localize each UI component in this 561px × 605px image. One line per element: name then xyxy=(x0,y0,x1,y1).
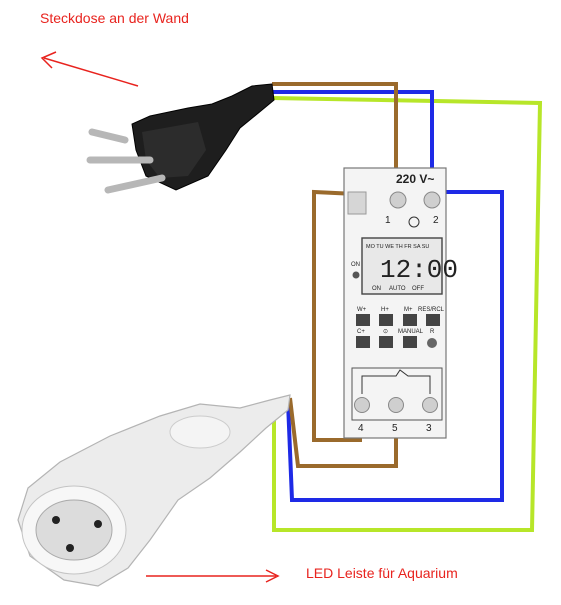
button-h-label: H+ xyxy=(381,307,389,313)
socket-icon xyxy=(17,394,291,587)
arrow-right-icon xyxy=(146,569,280,583)
button-w-label: W+ xyxy=(357,307,367,313)
button-c-label: C+ xyxy=(357,329,365,335)
button-res-label: RES/RCL xyxy=(418,307,445,313)
voltage-label: 220 V~ xyxy=(396,172,434,186)
terminal-3-label: 3 xyxy=(426,423,432,434)
power-plug-icon xyxy=(86,83,275,194)
terminal-4-label: 4 xyxy=(358,423,364,434)
terminal-5-label: 5 xyxy=(392,423,398,434)
led-strip-label: LED Leiste für Aquarium xyxy=(306,565,458,581)
neutral-wire xyxy=(272,90,504,502)
phase-wire-in xyxy=(272,82,398,196)
earth-wire xyxy=(271,96,543,532)
lcd-indicator-on: ON xyxy=(372,286,381,292)
button-m-label: M+ xyxy=(404,307,413,313)
wall-socket-label: Steckdose an der Wand xyxy=(40,10,189,26)
terminal-1-label: 1 xyxy=(385,215,391,226)
lcd-indicator-off: OFF xyxy=(412,286,424,292)
arrow-left-icon xyxy=(40,51,139,87)
button-manual-label: MANUAL xyxy=(398,329,424,335)
button-r-label: R xyxy=(430,329,435,335)
lcd-days: MO TU WE TH FR SA SU xyxy=(366,244,429,250)
terminal-2-label: 2 xyxy=(433,215,439,226)
lcd-indicator-auto: AUTO xyxy=(389,286,406,292)
on-label: ON xyxy=(351,262,360,268)
button-clock-label: ⊙ xyxy=(383,329,388,335)
lcd-time: 12:00 xyxy=(380,255,458,285)
timer-switch-icon xyxy=(343,167,447,439)
